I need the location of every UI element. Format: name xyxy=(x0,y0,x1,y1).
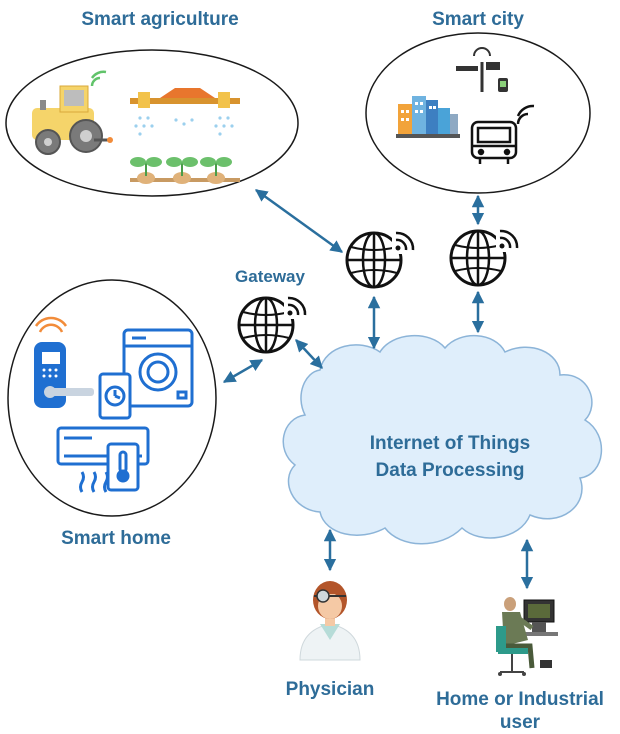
smart-home-label: Smart home xyxy=(61,528,171,549)
globe-wifi-icon xyxy=(449,228,520,287)
physician-icon xyxy=(299,581,361,661)
smart-city-region xyxy=(365,32,591,194)
smartphone-clock-icon xyxy=(98,372,132,420)
gateway-label: Gateway xyxy=(235,267,305,286)
cloud-title-line-2: Data Processing xyxy=(375,460,525,481)
cloud-title-line-1: Internet of Things xyxy=(369,433,531,454)
user-label-line-1: Home or Industrial xyxy=(436,689,604,710)
globe-wifi-icon xyxy=(237,295,308,354)
washing-machine-icon xyxy=(122,328,194,408)
bus-icon xyxy=(470,104,535,164)
smart-lock-icon xyxy=(34,316,94,408)
city-buildings-icon xyxy=(396,96,460,138)
sprinkler-icon xyxy=(130,88,240,136)
computer-user-icon xyxy=(496,597,558,676)
user-label-line-2: user xyxy=(499,712,541,733)
smart-city-label: Smart city xyxy=(432,9,524,30)
smart-agriculture-label: Smart agriculture xyxy=(81,9,239,30)
arrow-gateway-cloud xyxy=(295,339,323,369)
street-light-icon xyxy=(456,47,508,92)
cloud-icon xyxy=(282,334,602,545)
globe-wifi-icon xyxy=(345,230,416,289)
physician-label: Physician xyxy=(285,679,375,700)
smartphone-thermometer-icon xyxy=(106,442,140,492)
cloud-title: Internet of Things Data Processing xyxy=(330,430,570,484)
seedlings-icon xyxy=(130,157,240,184)
user-label: Home or Industrial user xyxy=(420,688,620,734)
connection-arrows xyxy=(222,188,534,590)
arrow-agri-globe xyxy=(254,188,344,254)
arrow-gateway-home xyxy=(222,358,264,384)
tractor-icon xyxy=(32,70,113,155)
